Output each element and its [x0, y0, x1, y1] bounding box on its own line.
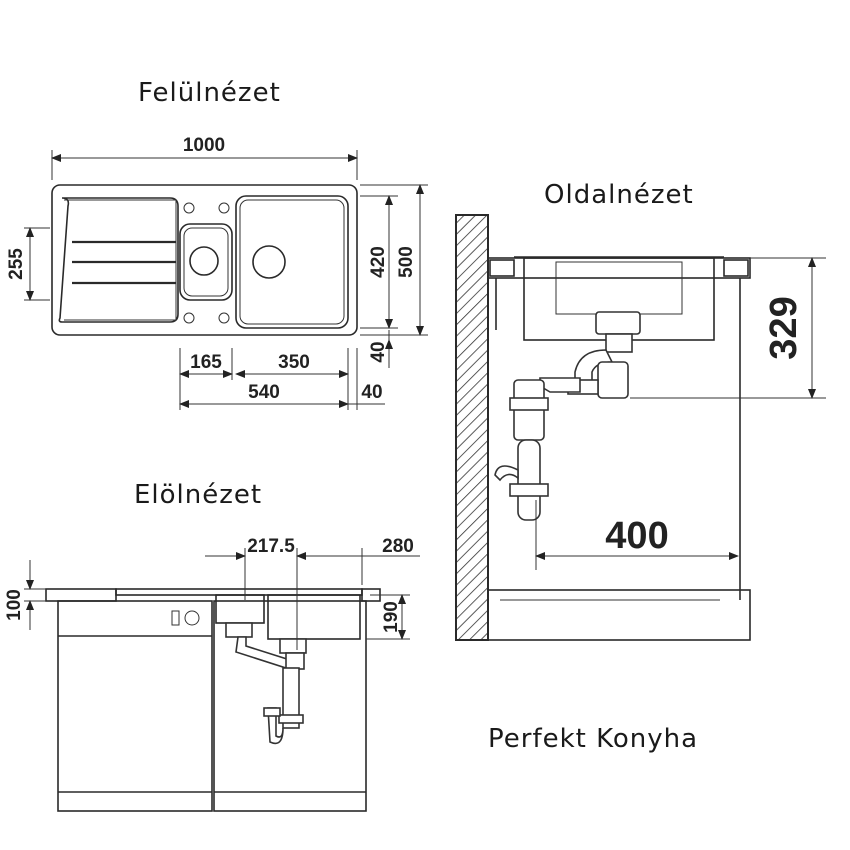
dim-top-right-margin-b: 40	[361, 382, 382, 403]
tap-hole	[183, 202, 195, 214]
front-small-bowl	[215, 594, 265, 624]
worktop	[487, 257, 751, 279]
tap-hole	[218, 312, 230, 324]
front-worktop	[45, 588, 117, 602]
front-view: 217.5 280 100 190	[4, 536, 420, 812]
dishwasher-cabinet	[57, 600, 213, 812]
cabinet-base	[487, 589, 751, 641]
top-view: 1000 255 420 500 40 165 350 540 40	[6, 135, 428, 410]
watermark: Perfekt Konyha	[488, 724, 699, 754]
dim-front-width: 280	[382, 536, 414, 557]
drainboard	[58, 197, 179, 323]
sink-top-outline	[51, 184, 358, 336]
large-bowl-drain	[252, 245, 286, 279]
side-drain-pipes	[494, 311, 641, 521]
small-bowl-drain	[189, 246, 219, 276]
dim-side-depth: 329	[763, 296, 805, 359]
dim-side-offset: 400	[605, 515, 668, 557]
dim-top-width: 1000	[183, 135, 225, 156]
tap-hole	[218, 202, 230, 214]
wall	[455, 214, 489, 641]
tap-hole	[183, 312, 195, 324]
sink-cabinet	[213, 600, 367, 812]
front-view-title: Elölnézet	[134, 480, 263, 510]
dim-top-inner-height: 420	[368, 246, 389, 278]
front-large-bowl	[267, 594, 361, 640]
front-control	[171, 610, 180, 626]
dim-top-right-margin-a: 40	[368, 341, 389, 362]
front-drain-pipes	[225, 622, 307, 745]
side-view-title: Oldalnézet	[544, 180, 694, 210]
dim-top-large-bowl: 350	[278, 352, 310, 373]
dim-front-offset: 217.5	[247, 536, 295, 557]
top-view-title: Felülnézet	[138, 78, 281, 108]
dim-top-small-bowl: 165	[190, 352, 222, 373]
dim-front-left-height: 100	[4, 589, 25, 621]
side-view: 329 400	[455, 214, 826, 641]
small-bowl-top	[179, 223, 233, 301]
dim-front-bowl-depth: 190	[381, 601, 402, 633]
large-bowl-top	[235, 195, 349, 329]
dim-top-bowls-total: 540	[248, 382, 280, 403]
front-control	[184, 610, 200, 626]
dim-top-left-height: 255	[6, 248, 27, 280]
dim-top-outer-height: 500	[396, 246, 417, 278]
